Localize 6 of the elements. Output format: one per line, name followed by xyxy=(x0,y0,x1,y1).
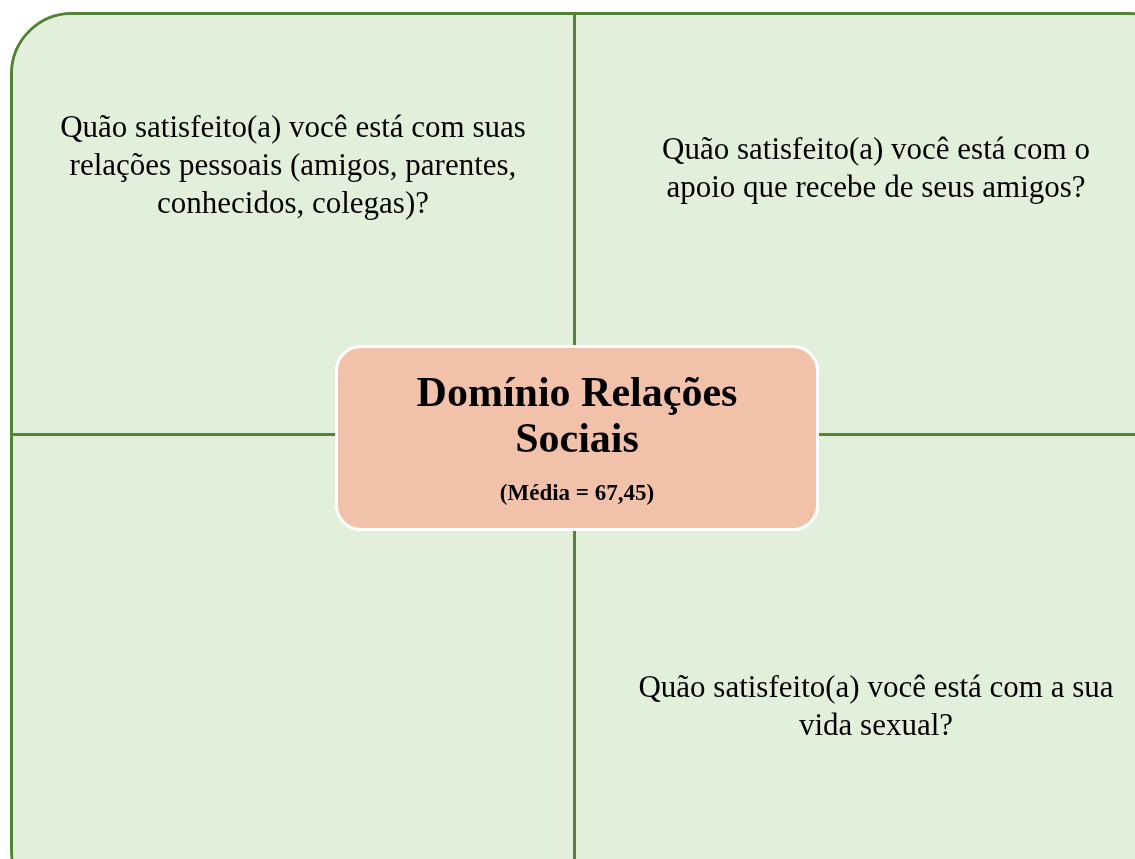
question-text: Quão satisfeito(a) você está com a sua vida sexual? xyxy=(637,668,1115,744)
mean-value-text: (Média = 67,45) xyxy=(498,479,656,507)
heading-text: Domínio Relações Sociais xyxy=(415,369,739,461)
center-box xyxy=(335,345,819,531)
question-text: Quão satisfeito(a) você está com suas relações pessoais (amigos, parentes, conhecidos, colegas)? xyxy=(59,108,527,222)
question-text: Quão satisfeito(a) você está com o apoio que recebe de seus amigos? xyxy=(661,130,1091,206)
